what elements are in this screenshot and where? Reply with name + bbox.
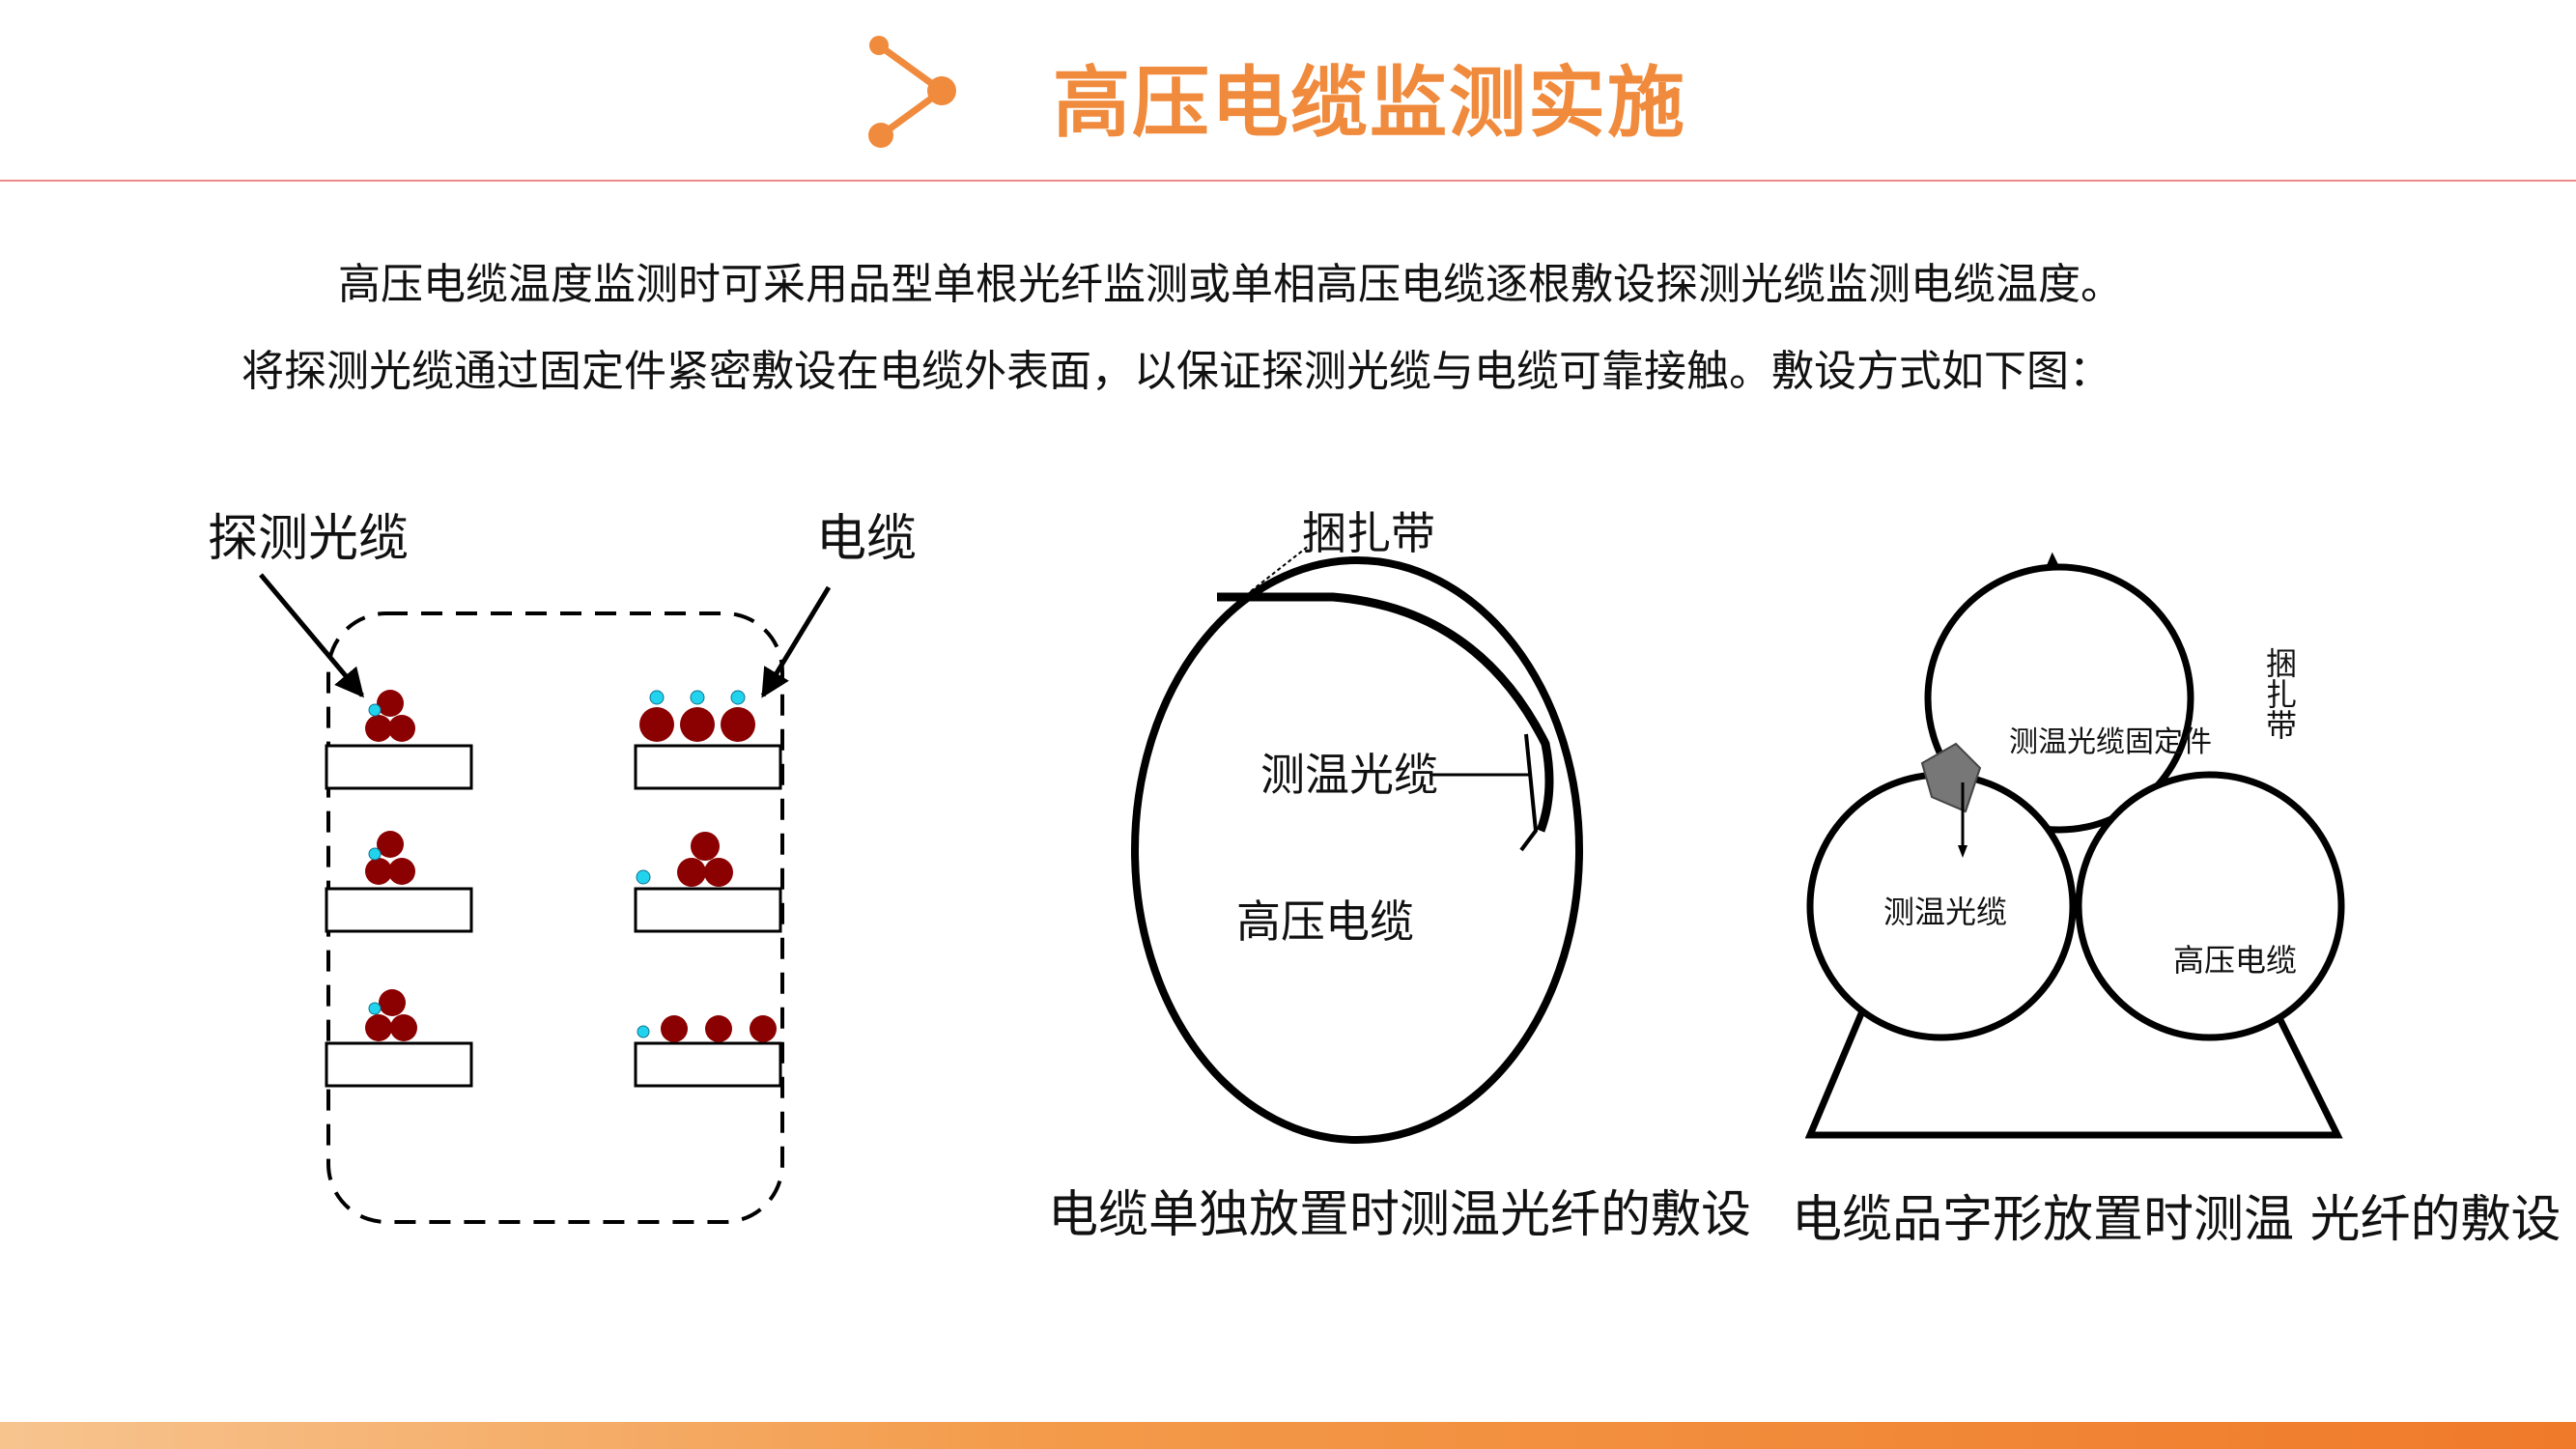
intro-line-2: 将探测光缆通过固定件紧密敷设在电缆外表面，以保证探测光缆与电缆可靠接触。敷设方式…	[241, 347, 2111, 396]
fixture-label: 测温光缆固定件	[2009, 725, 2212, 759]
probe-cable-arrow	[259, 573, 364, 698]
trefoil-cable-caption: 电缆品字形放置时测温 光纤的敷设	[1792, 1191, 2562, 1249]
cable-right	[2075, 771, 2345, 1041]
tray-left-3	[325, 989, 473, 1088]
intro-line-1: 高压电缆温度监测时可采用品型单根光纤监测或单相高压电缆逐根敷设探测光缆监测电缆温…	[338, 260, 2123, 309]
cable-label: 电缆	[816, 510, 917, 568]
cable-top	[1924, 563, 2194, 834]
tie-leader-line	[1250, 545, 1310, 592]
fiber-fixture	[1519, 733, 1539, 852]
hv-cable-outline	[1131, 556, 1583, 1144]
binding-strap	[1217, 592, 1554, 833]
page-title: 高压电缆监测实施	[1053, 58, 1686, 148]
fiber-fixture	[1920, 742, 1982, 813]
tray-right-2	[634, 832, 782, 933]
footer-bar	[0, 1422, 2576, 1449]
tie-label: 捆扎带	[2261, 647, 2298, 740]
share-nodes-icon	[868, 36, 956, 148]
tray-right-1	[634, 690, 782, 790]
tie-label: 捆扎带	[1302, 507, 1435, 559]
tray-left-1	[325, 690, 473, 790]
hv-cable-label: 高压电缆	[2173, 942, 2297, 979]
hv-cable-label: 高压电缆	[1236, 895, 1414, 948]
cable-arrow	[760, 585, 832, 698]
probe-cable-label: 探测光缆	[208, 510, 409, 568]
single-cable-diagram: 捆扎带 测温光缆 高压电缆	[1043, 502, 1623, 1159]
fiber-label: 测温光缆	[1260, 749, 1438, 801]
fiber-label: 测温光缆	[1883, 894, 2007, 930]
header-divider	[0, 180, 2576, 182]
trefoil-cable-diagram: 测温光缆固定件 测温光缆 高压电缆 捆扎带	[1797, 541, 2376, 1159]
intro-paragraph: 高压电缆温度监测时可采用品型单根光纤监测或单相高压电缆逐根敷设探测光缆监测电缆温…	[241, 242, 2463, 415]
tray-left-2	[325, 831, 473, 933]
single-cable-caption: 电缆单独放置时测温光纤的敷设	[1048, 1186, 1752, 1244]
cable-tray-diagram: 探测光缆 电缆	[193, 502, 947, 1236]
tray-right-3	[634, 1015, 782, 1088]
